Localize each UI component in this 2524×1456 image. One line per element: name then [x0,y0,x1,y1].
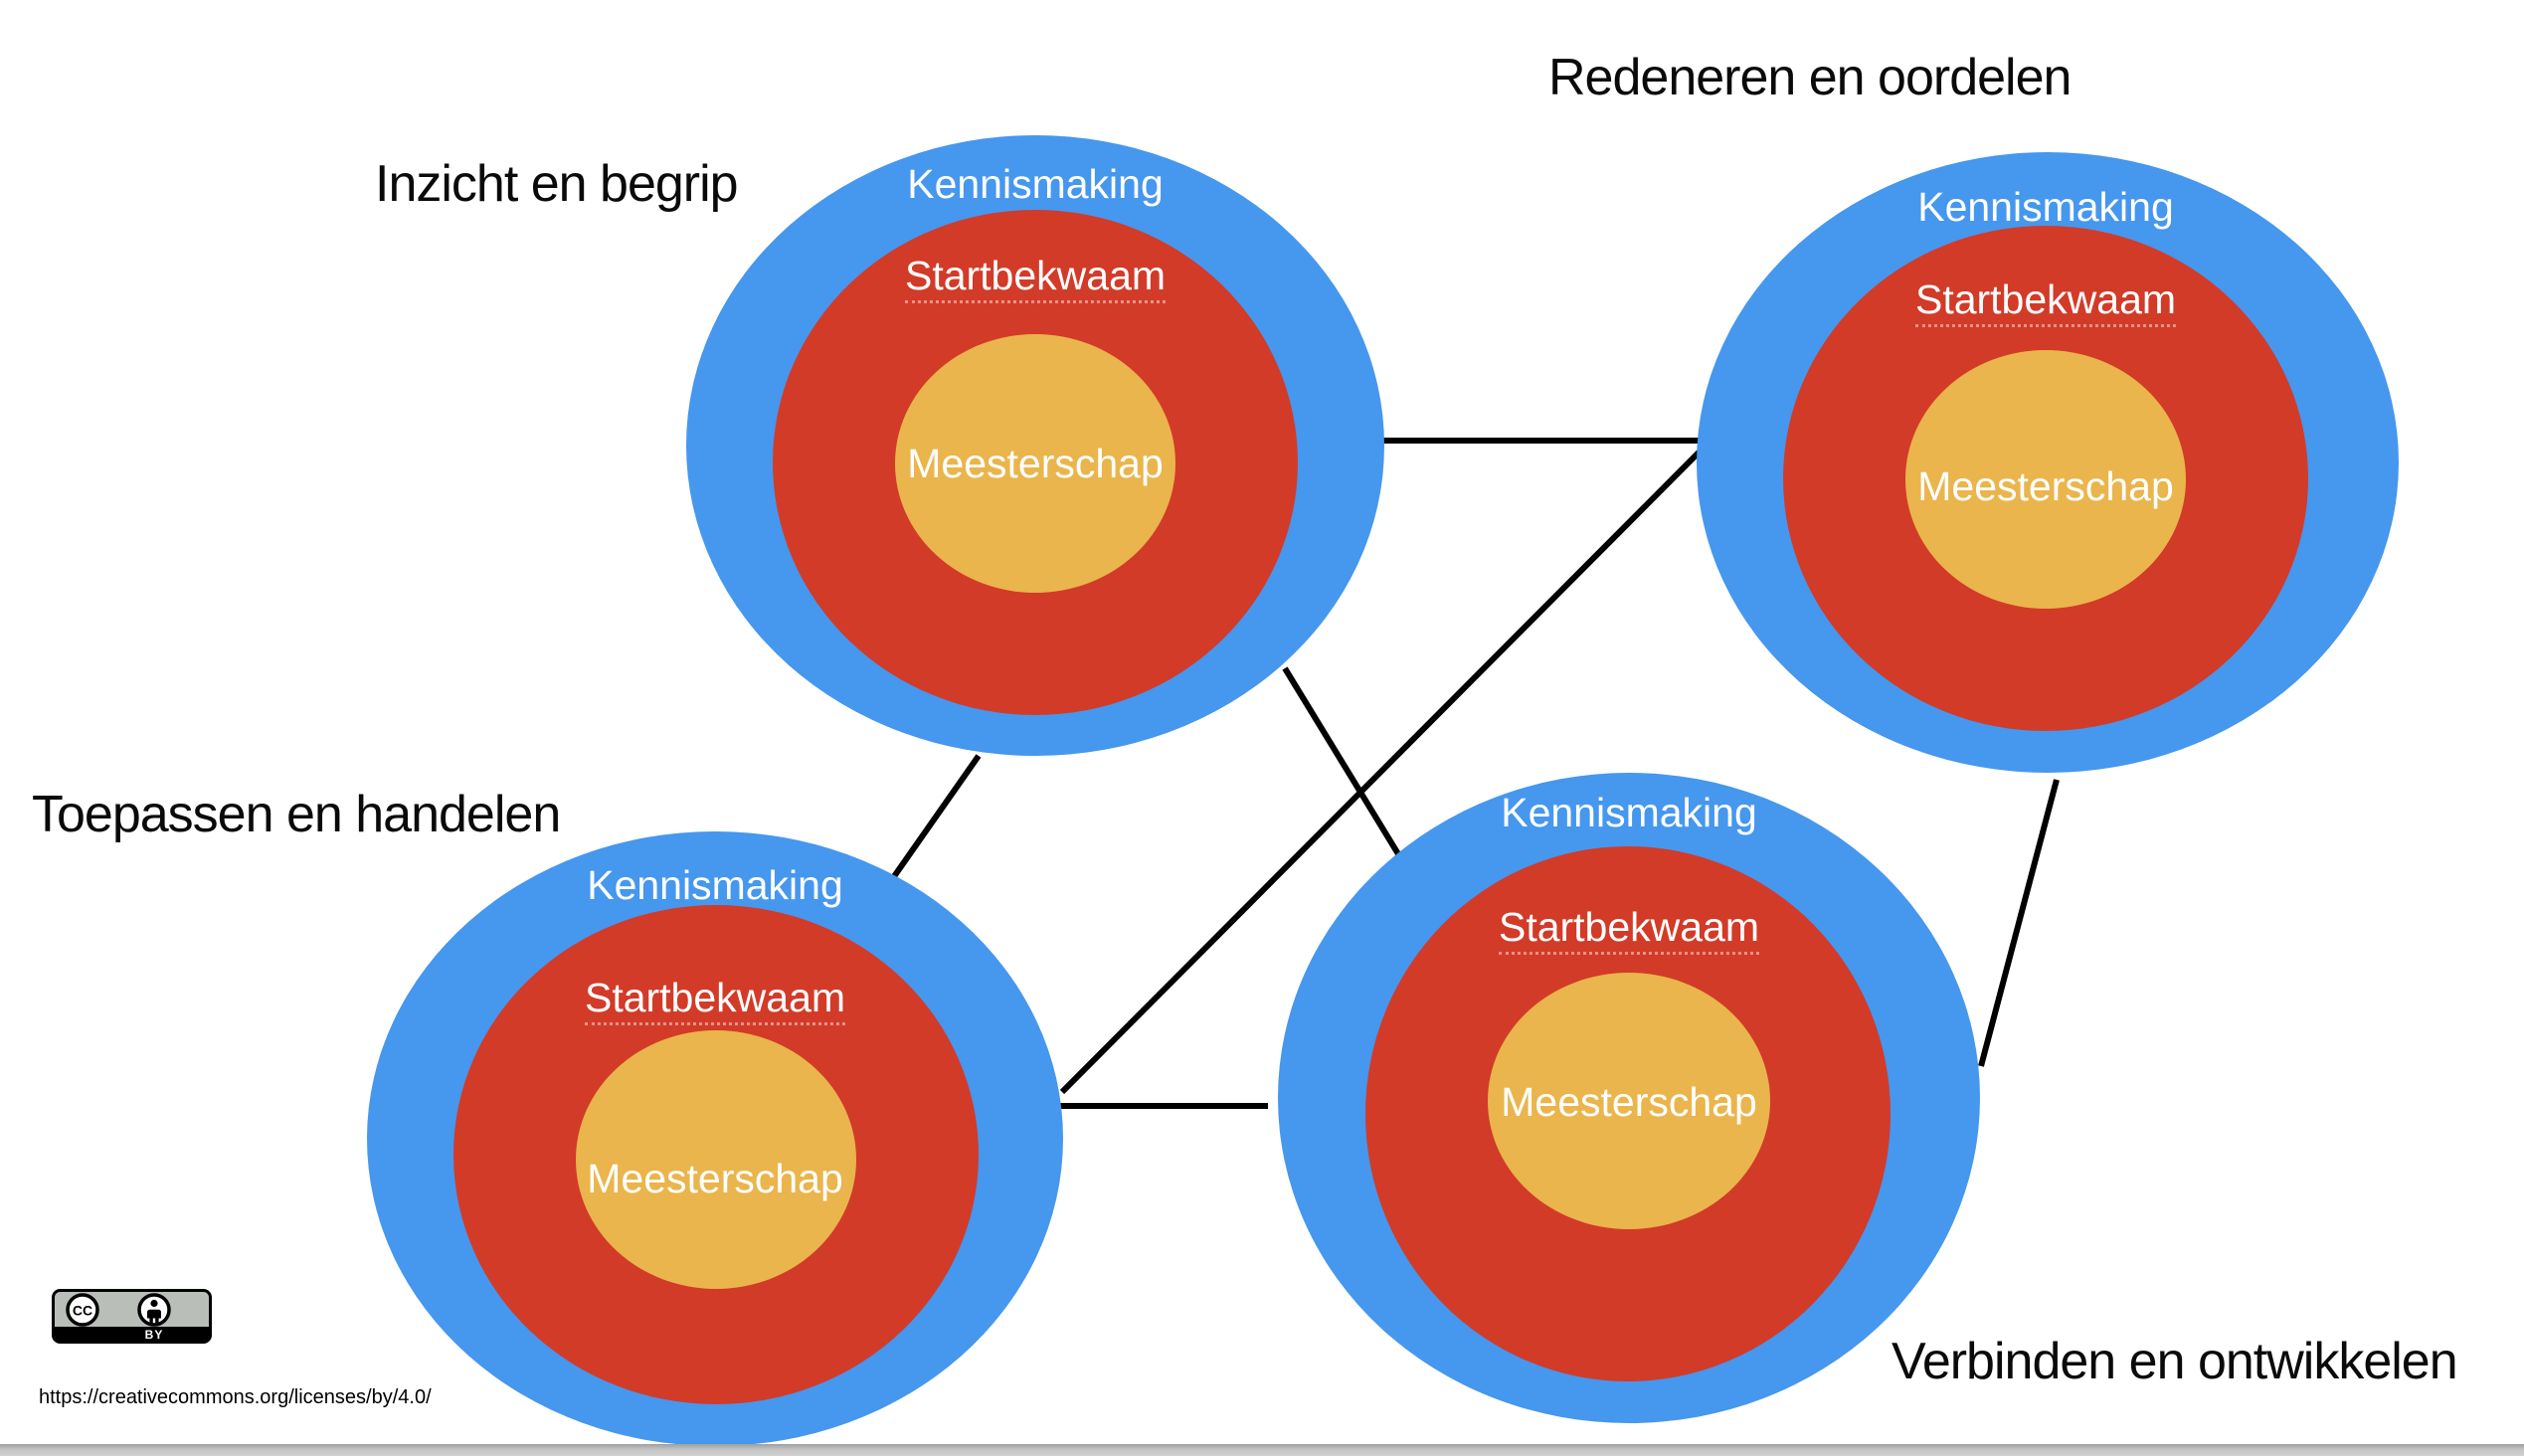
connector-topright-to-bottommiddle [1978,779,2060,1067]
title-redeneren-en-oordelen: Redeneren en oordelen [1548,49,2072,106]
middle-ring-label: Startbekwaam [904,254,1167,303]
svg-text:CC: CC [73,1303,92,1319]
window-bottom-edge [0,1444,2524,1456]
connector-topleft-to-bottomleft [880,754,982,894]
inner-core-label: Meesterschap [587,1156,843,1201]
outer-ring-label: Kennismaking [587,862,843,908]
middle-ring-label: Startbekwaam [584,976,846,1025]
middle-ring-label: Startbekwaam [1498,905,1760,955]
middle-ring-label: Startbekwaam [1914,277,2177,327]
title-verbinden-en-ontwikkelen: Verbinden en ontwikkelen [1892,1333,2458,1390]
outer-ring-label: Kennismaking [1501,790,1757,835]
cc-by-label: BY [145,1328,164,1342]
inner-core-label: Meesterschap [1917,463,2174,509]
title-toepassen-en-handelen: Toepassen en handelen [32,786,561,843]
inner-core [1488,973,1770,1229]
cc-icon: CC [66,1293,99,1327]
inner-core [576,1030,856,1289]
inner-core-label: Meesterschap [907,441,1164,486]
inner-core [1905,350,2186,609]
outer-ring-label: Kennismaking [907,161,1164,207]
inner-core-label: Meesterschap [1501,1079,1757,1125]
title-inzicht-en-begrip: Inzicht en begrip [375,155,739,213]
license-url: https://creativecommons.org/licenses/by/… [39,1386,432,1408]
outer-ring-label: Kennismaking [1917,184,2174,230]
attribution-person-icon [137,1293,171,1327]
cc-by-badge: CC BY [52,1289,212,1344]
inner-core [895,334,1175,593]
connector-topleft-to-bottommiddle [1282,666,1403,859]
